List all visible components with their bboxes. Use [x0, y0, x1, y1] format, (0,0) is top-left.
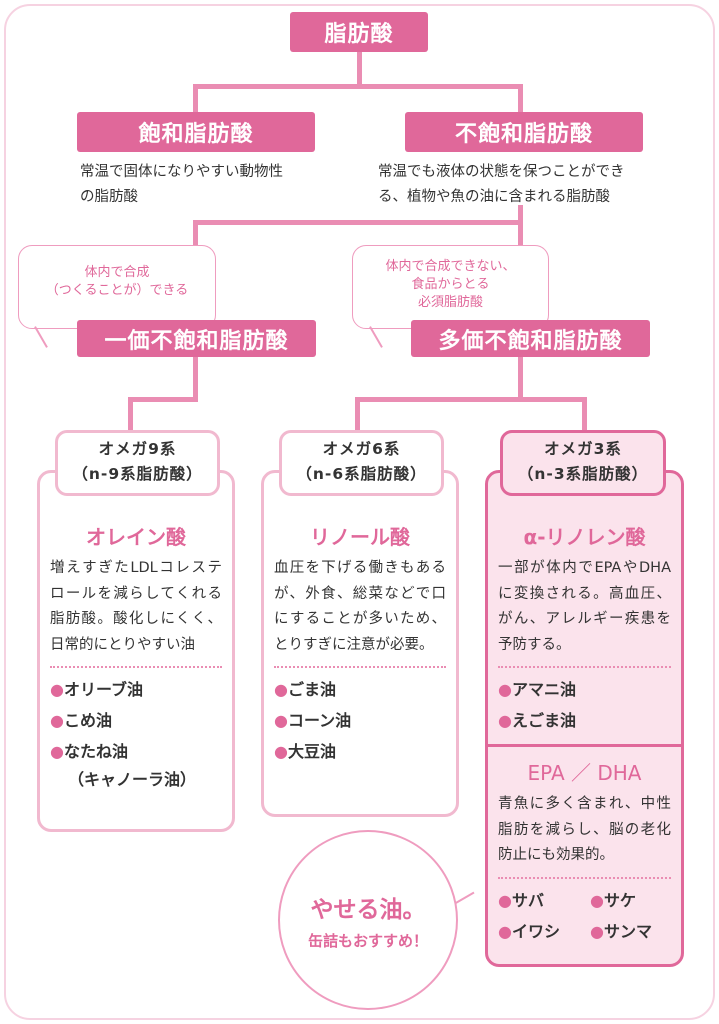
- connector: [355, 397, 360, 432]
- unsaturated-desc: 常温でも液体の状態を保つことができ る、植物や魚の油に含まれる脂肪酸: [378, 160, 625, 210]
- acid-name: リノール酸: [310, 525, 410, 549]
- fish-item: ●サバ: [498, 885, 590, 916]
- omega9-card: オレイン酸 増えすぎたLDLコレステロールを減らしてくれる脂肪酸。酸化しにくく、…: [37, 470, 235, 832]
- label-line: （n-9系脂肪酸）: [72, 465, 203, 483]
- acid-description: 増えすぎたLDLコレステロールを減らしてくれる脂肪酸。酸化しにくく、日常的にとり…: [50, 560, 222, 653]
- connector: [518, 205, 523, 225]
- callout-circle: やせる油。 缶詰もおすすめ！: [278, 830, 458, 1010]
- omega3-label: オメガ3系 （n-3系脂肪酸）: [500, 430, 666, 496]
- connector: [128, 397, 133, 432]
- item-label: イワシ: [511, 921, 560, 941]
- note-line: 体内で合成: [84, 265, 150, 280]
- connector: [193, 84, 198, 114]
- item-label: アマニ油: [511, 680, 576, 699]
- poly-unsaturated-box: 多価不飽和脂肪酸: [411, 320, 650, 357]
- item-label: サケ: [603, 890, 636, 910]
- bullet-icon: ●: [590, 890, 604, 910]
- connector: [518, 84, 523, 114]
- label-line: オメガ3系: [544, 440, 622, 458]
- bullet-icon: ●: [590, 921, 604, 941]
- label-line: （n-6系脂肪酸）: [296, 465, 427, 483]
- desc-line: る、植物や魚の油に含まれる脂肪酸: [378, 189, 610, 205]
- desc-line: 常温で固体になりやすい動物性: [80, 164, 283, 180]
- root-fatty-acid-box: 脂肪酸: [290, 12, 428, 52]
- item-label: えごま油: [511, 711, 576, 730]
- note-line: （つくることが）できる: [45, 283, 189, 298]
- oil-item: ●なたね油: [50, 736, 222, 767]
- label-line: （n-3系脂肪酸）: [517, 465, 649, 483]
- callout-subtitle: 缶詰もおすすめ！: [307, 932, 428, 950]
- fish-item: ●サケ: [590, 885, 682, 916]
- desc-line: 常温でも液体の状態を保つことができ: [378, 164, 625, 180]
- acid-description: 血圧を下げる働きもあるが、外食、総菜などで口にすることが多いため、とりすぎに注意…: [274, 560, 446, 653]
- item-label: こめ油: [63, 711, 112, 730]
- connector: [355, 397, 587, 402]
- bullet-icon: ●: [498, 921, 512, 941]
- mono-unsaturated-box: 一価不飽和脂肪酸: [77, 320, 316, 357]
- label-line: オメガ6系: [322, 440, 401, 458]
- oil-item: ●えごま油: [498, 705, 671, 736]
- oil-item: ●こめ油: [50, 705, 222, 736]
- mono-note-bubble: 体内で合成 （つくることが）できる: [18, 245, 216, 329]
- epa-dha-description: 青魚に多く含まれ、中性脂肪を減らし、脳の老化防止にも効果的。: [498, 796, 671, 863]
- bullet-icon: ●: [50, 711, 64, 730]
- connector: [357, 50, 362, 86]
- fish-list: ●サバ ●サケ ●イワシ ●サンマ: [498, 885, 671, 947]
- note-line: 必須脂肪酸: [417, 295, 483, 310]
- oil-item: ●アマニ油: [498, 674, 671, 705]
- connector: [128, 397, 198, 402]
- callout-title: やせる油。: [310, 897, 426, 923]
- bullet-icon: ●: [498, 890, 512, 910]
- saturated-desc: 常温で固体になりやすい動物性 の脂肪酸: [80, 160, 283, 210]
- bullet-icon: ●: [498, 680, 512, 699]
- bullet-icon: ●: [498, 711, 512, 730]
- bullet-icon: ●: [274, 742, 288, 761]
- bullet-icon: ●: [50, 742, 64, 761]
- note-line: 体内で合成できない、: [385, 259, 516, 274]
- item-label: サバ: [511, 890, 544, 910]
- dotted-divider: [498, 876, 671, 879]
- omega9-label: オメガ9系 （n-9系脂肪酸）: [55, 430, 220, 496]
- item-sub-label: （キャノーラ油）: [68, 770, 197, 789]
- section-divider: [488, 744, 681, 747]
- oil-item: ●ごま油: [274, 674, 446, 705]
- connector: [518, 355, 523, 401]
- bullet-icon: ●: [50, 680, 64, 699]
- item-label: オリーブ油: [63, 680, 144, 699]
- dotted-divider: [274, 666, 446, 668]
- oil-item: ●コーン油: [274, 705, 446, 736]
- item-label: ごま油: [287, 680, 336, 699]
- item-label: コーン油: [287, 711, 352, 730]
- desc-line: の脂肪酸: [80, 189, 138, 205]
- connector: [193, 84, 523, 89]
- outer-frame: [4, 4, 715, 1020]
- connector: [582, 397, 587, 432]
- saturated-box: 飽和脂肪酸: [77, 112, 315, 152]
- omega6-card: リノール酸 血圧を下げる働きもあるが、外食、総菜などで口にすることが多いため、と…: [261, 470, 459, 817]
- oil-item: ●オリーブ油: [50, 674, 222, 705]
- acid-name: α-リノレン酸: [523, 525, 646, 549]
- note-line: 食品からとる: [411, 277, 490, 292]
- omega6-label: オメガ6系 （n-6系脂肪酸）: [279, 430, 444, 496]
- item-label: サンマ: [603, 921, 652, 941]
- fish-item: ●イワシ: [498, 916, 590, 947]
- acid-description: 一部が体内でEPAやDHAに変換される。高血圧、がん、アレルギー疾患を予防する。: [498, 560, 671, 653]
- acid-name: オレイン酸: [86, 525, 186, 549]
- dotted-divider: [498, 666, 671, 668]
- fish-item: ●サンマ: [590, 916, 682, 947]
- connector: [193, 355, 198, 401]
- bullet-icon: ●: [274, 711, 288, 730]
- unsaturated-box: 不飽和脂肪酸: [405, 112, 643, 152]
- omega3-card: α-リノレン酸 一部が体内でEPAやDHAに変換される。高血圧、がん、アレルギー…: [485, 470, 684, 967]
- bullet-icon: ●: [274, 680, 288, 699]
- item-label: 大豆油: [287, 742, 336, 761]
- epa-dha-title: EPA ／ DHA: [527, 761, 642, 785]
- item-label: なたね油: [63, 742, 128, 761]
- oil-item: ●大豆油: [274, 736, 446, 767]
- connector: [193, 220, 523, 225]
- label-line: オメガ9系: [98, 440, 177, 458]
- poly-note-bubble: 体内で合成できない、 食品からとる 必須脂肪酸: [352, 245, 549, 329]
- dotted-divider: [50, 666, 222, 668]
